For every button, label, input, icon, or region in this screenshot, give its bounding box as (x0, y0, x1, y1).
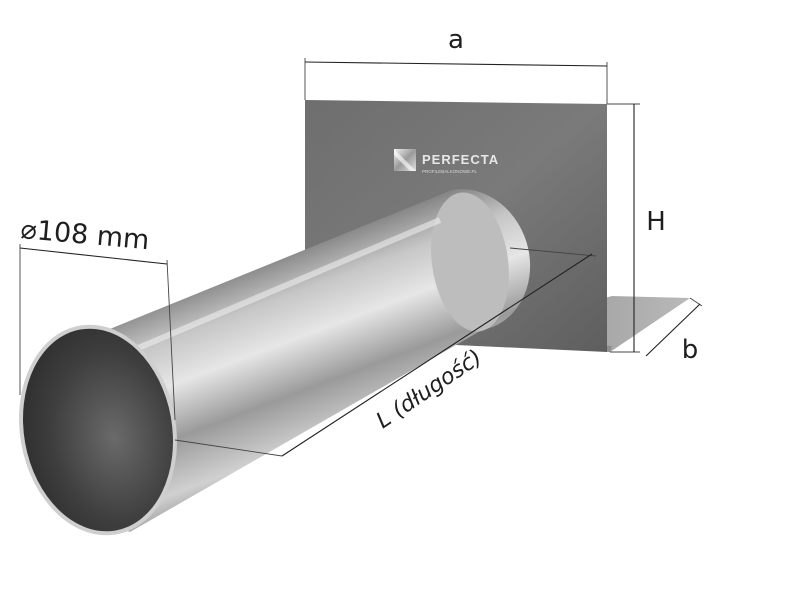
dim-a-label: a (448, 25, 464, 55)
dim-a-line (304, 61, 608, 67)
dim-h-label: H (646, 207, 666, 237)
dim-d-line (19, 247, 168, 265)
logo-name: PERFECTA (422, 152, 499, 167)
dimension-h: H (607, 103, 666, 353)
logo-mark-diagonal (394, 149, 416, 171)
dimension-b: b (645, 297, 703, 365)
pipe-far-end (431, 192, 509, 332)
brand-logo: PERFECTA PROFILEBALKONOWE.PL (394, 149, 499, 174)
dim-b-line (645, 303, 701, 357)
dim-d-ext-right (166, 259, 176, 421)
dim-b-ext (689, 297, 703, 307)
dimension-a: a (304, 25, 608, 104)
pipe-highlight (108, 217, 442, 363)
dim-l-ext-far (509, 247, 597, 257)
logo-tagline: PROFILEBALKONOWE.PL (422, 169, 478, 174)
dim-l-ext-near (174, 439, 283, 457)
dim-b-label: b (682, 335, 699, 365)
pipe-body (63, 189, 531, 532)
pipe-opening (23, 328, 173, 532)
dim-l-line (281, 253, 593, 457)
